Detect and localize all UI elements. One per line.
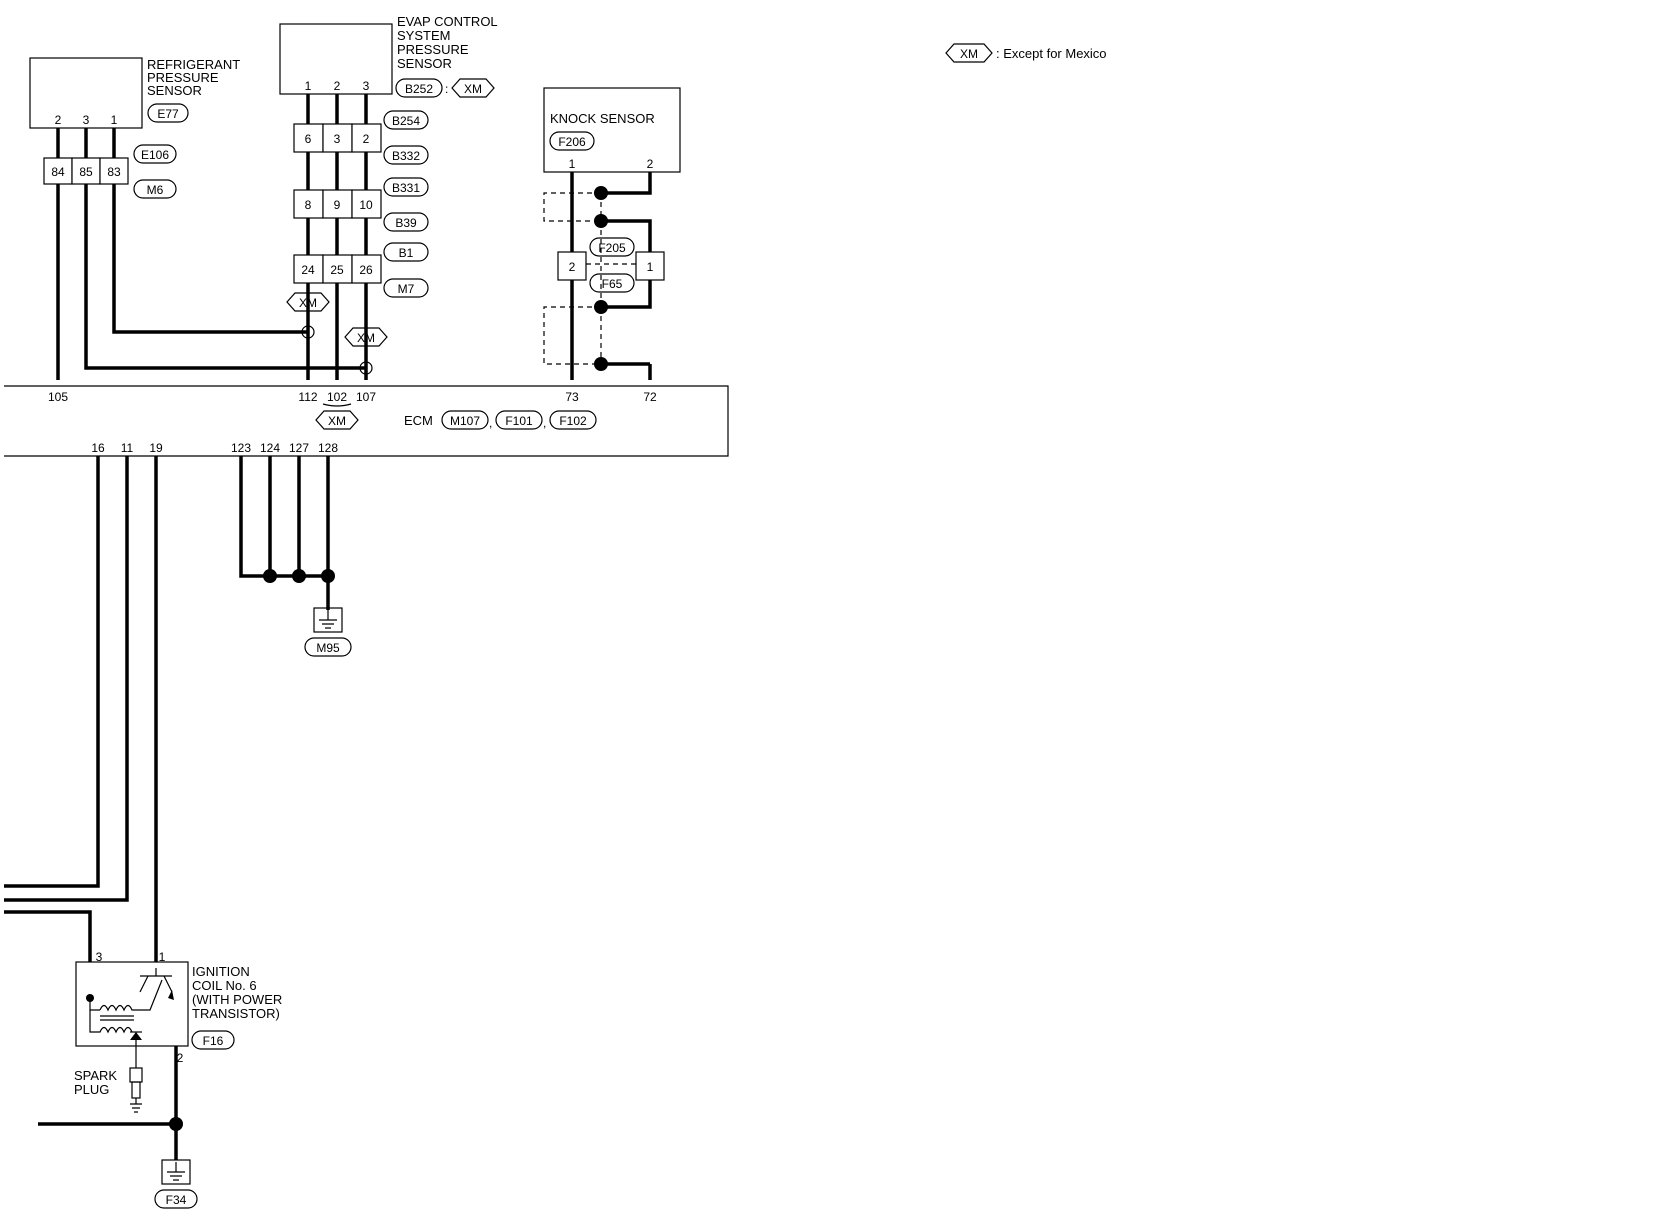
refrigerant-pressure-sensor: REFRIGERANT PRESSURE SENSOR E77 2 3 1 <box>29 57 240 129</box>
ecm-connector: F102 <box>559 414 587 428</box>
refrigerant-pin: 2 <box>55 113 62 127</box>
coil-pin: 3 <box>96 950 103 964</box>
evap-pressure-sensor: EVAP CONTROL SYSTEM PRESSURE SENSOR B252… <box>279 14 498 98</box>
harness-pin: 3 <box>334 132 341 146</box>
knock-joint-tag: F65 <box>602 277 623 291</box>
joint-pin: 84 <box>51 165 65 179</box>
knock-sensor: KNOCK SENSOR F206 1 2 <box>543 87 681 173</box>
harness-tag: B331 <box>392 181 420 195</box>
harness-pin: 10 <box>359 198 373 212</box>
harness-pin: 8 <box>305 198 312 212</box>
harness-pin: 2 <box>363 132 370 146</box>
coil-label-1: IGNITION <box>192 964 250 979</box>
harness-tag: M7 <box>398 282 415 296</box>
coil-label-3: (WITH POWER <box>192 992 282 1007</box>
ecm-top-pin: 102 <box>327 390 347 404</box>
knock-wires <box>543 172 652 380</box>
refrigerant-label-2: PRESSURE <box>147 70 219 85</box>
ecm-bottom-pin: 11 <box>121 441 134 455</box>
coil-label-2: COIL No. 6 <box>192 978 257 993</box>
harness-pin: 25 <box>330 263 344 277</box>
spark-plug: SPARK PLUG <box>74 1050 143 1113</box>
harness-tag: B332 <box>392 149 420 163</box>
evap-pin: 3 <box>363 79 370 93</box>
ecm-connector: F101 <box>505 414 533 428</box>
ground-f34-tag: F34 <box>166 1193 187 1207</box>
joint-tag-m6: M6 <box>147 183 164 197</box>
ecm-bottom-pin: 19 <box>149 441 163 455</box>
refrigerant-wires <box>56 128 366 380</box>
spark-plug-label-2: PLUG <box>74 1082 109 1097</box>
harness-pin: 9 <box>334 198 341 212</box>
harness-tag: B254 <box>392 114 420 128</box>
coil-connector: F16 <box>203 1034 224 1048</box>
evap-label-1: EVAP CONTROL <box>397 14 498 29</box>
harness-pin: 26 <box>359 263 373 277</box>
harness-pin: 24 <box>301 263 315 277</box>
knock-joint-left-pin: 2 <box>569 260 576 274</box>
knock-label: KNOCK SENSOR <box>550 111 655 126</box>
ecm-top-pin: 73 <box>565 390 579 404</box>
coil-pin: 1 <box>159 950 166 964</box>
ecm-top-pin: 107 <box>356 390 376 404</box>
ecm-separator: , <box>489 416 492 430</box>
harness-xm-right: XM <box>357 331 375 345</box>
ecm-label: ECM <box>404 413 433 428</box>
harness-xm-left: XM <box>299 296 317 310</box>
ecm-separator: , <box>543 416 546 430</box>
evap-connector: B252 <box>405 82 433 96</box>
joint-pin: 83 <box>107 165 121 179</box>
evap-xm-tag: XM <box>464 82 482 96</box>
ecm-ground-m95: M95 <box>239 456 352 657</box>
ecm-bottom-pin: 123 <box>231 441 251 455</box>
ecm-xm-tag: XM <box>328 414 346 428</box>
knock-joint-connector: 2 1 F205 F65 <box>557 237 665 293</box>
ecm-connector: M107 <box>450 414 480 428</box>
refrigerant-pin: 3 <box>83 113 90 127</box>
knock-joint-tag: F205 <box>598 241 626 255</box>
knock-pin: 2 <box>647 157 654 171</box>
evap-label-4: SENSOR <box>397 56 452 71</box>
ignition-coil: 3 1 2 IGNITION COIL No. 6 (WITH POWER TR… <box>75 950 282 1124</box>
refrigerant-connector: E77 <box>157 107 179 121</box>
spark-plug-label-1: SPARK <box>74 1068 117 1083</box>
evap-label-3: PRESSURE <box>397 42 469 57</box>
ground-m95-tag: M95 <box>316 641 340 655</box>
harness-tag: B1 <box>399 246 414 260</box>
evap-pin: 1 <box>305 79 312 93</box>
coil-pin: 2 <box>177 1051 184 1065</box>
refrigerant-label-1: REFRIGERANT <box>147 57 240 72</box>
joint-connector-e106-m6: 84 85 83 E106 M6 <box>43 144 177 199</box>
ground-f34: F34 <box>38 1117 198 1209</box>
harness-pin: 6 <box>305 132 312 146</box>
refrigerant-label-3: SENSOR <box>147 83 202 98</box>
legend-xm-tag: XM <box>960 47 978 61</box>
evap-pin: 2 <box>334 79 341 93</box>
knock-connector: F206 <box>558 135 586 149</box>
coil-label-4: TRANSISTOR) <box>192 1006 280 1021</box>
knock-pin: 1 <box>569 157 576 171</box>
refrigerant-pin: 1 <box>111 113 118 127</box>
evap-label-2: SYSTEM <box>397 28 450 43</box>
legend-text: : Except for Mexico <box>996 46 1107 61</box>
evap-colon: : <box>445 82 448 96</box>
evap-harness-connectors: 6 3 2 8 9 10 24 25 26 B254 B332 B331 B39… <box>286 110 429 375</box>
ecm-top-pin: 72 <box>643 390 657 404</box>
ecm-bottom-pin: 128 <box>318 441 338 455</box>
legend: XM : Except for Mexico <box>945 43 1107 63</box>
ecm: 105 112 102 107 73 72 XM ECM M107 , F101… <box>4 385 729 457</box>
joint-pin: 85 <box>79 165 93 179</box>
ecm-bottom-pin: 16 <box>91 441 105 455</box>
ecm-bottom-pin: 124 <box>260 441 280 455</box>
knock-joint-right-pin: 1 <box>647 260 654 274</box>
ecm-top-pin: 112 <box>298 390 317 404</box>
ignition-wires <box>4 456 158 998</box>
ecm-top-pin: 105 <box>48 390 68 404</box>
harness-tag: B39 <box>395 216 417 230</box>
ecm-bottom-pin: 127 <box>289 441 309 455</box>
joint-tag-e106: E106 <box>141 148 169 162</box>
